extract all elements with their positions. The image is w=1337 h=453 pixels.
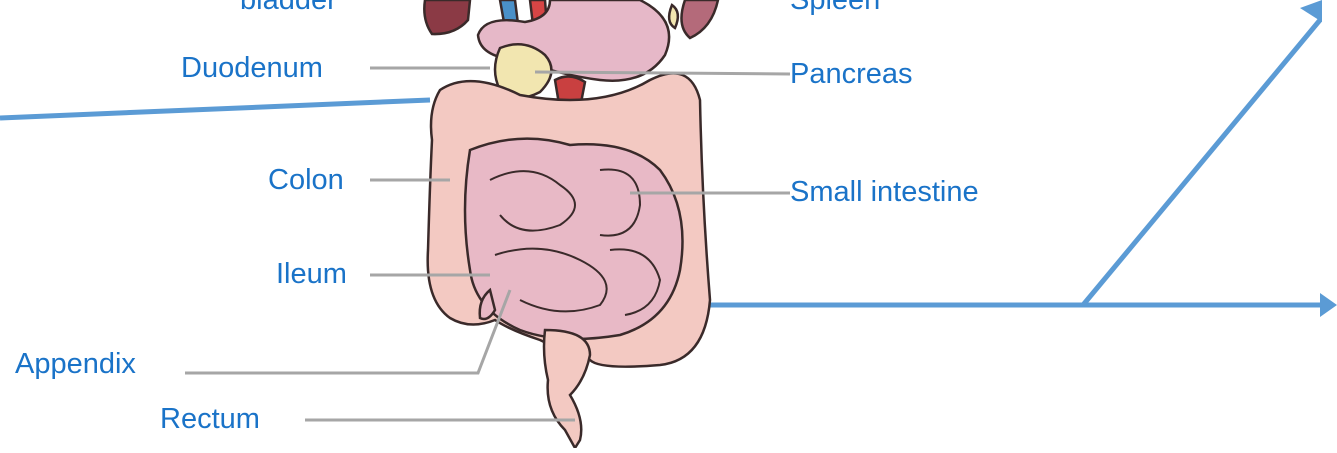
label-colon: Colon xyxy=(268,166,344,195)
label-gallbladder: bladder xyxy=(240,0,337,15)
spleen-small xyxy=(669,5,678,28)
spleen-shape xyxy=(681,0,718,38)
label-rectum: Rectum xyxy=(160,405,260,434)
label-duodenum: Duodenum xyxy=(181,54,323,83)
rectum-shape xyxy=(544,330,590,448)
liver-shape xyxy=(424,0,470,34)
left-blue-arrow xyxy=(0,100,430,118)
label-appendix: Appendix xyxy=(15,350,136,379)
arrowhead-top xyxy=(1300,0,1322,22)
label-ileum: Ileum xyxy=(276,260,347,289)
right-blue-arrow-diagonal xyxy=(1083,20,1320,305)
label-pancreas: Pancreas xyxy=(790,60,913,89)
arrowhead-right xyxy=(1320,293,1337,317)
label-small-intestine: Small intestine xyxy=(790,178,979,207)
label-spleen: Spleen xyxy=(790,0,880,15)
leader-pancreas xyxy=(535,72,790,74)
small-intestine-shape xyxy=(465,139,683,339)
